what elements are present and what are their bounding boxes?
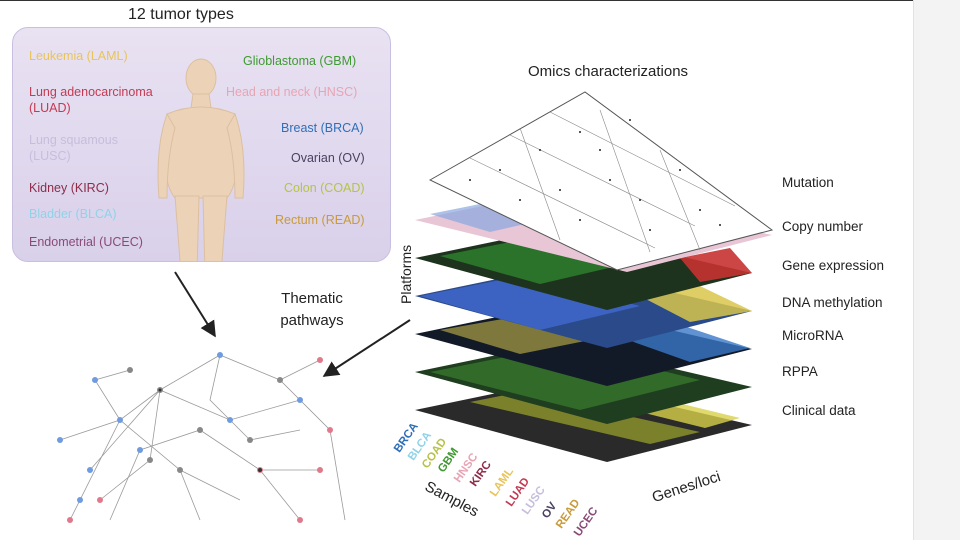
tumor-label-kirc: Kidney (KIRC)	[29, 181, 109, 195]
layer-rppa	[415, 342, 752, 424]
layer-label-dna-methylation: DNA methylation	[782, 295, 883, 310]
tumor-label-luad: Lung adenocarcinoma (LUAD)	[29, 85, 153, 115]
layer-label-microrna: MicroRNA	[782, 328, 844, 343]
tumor-label-laml: Leukemia (LAML)	[29, 49, 128, 63]
pathway-network	[59, 354, 346, 521]
layer-label-gene-expression: Gene expression	[782, 258, 885, 273]
tumor-types-panel: Leukemia (LAML) Lung adenocarcinoma (LUA…	[12, 27, 391, 262]
top-border	[0, 0, 960, 1]
arrow-to-network	[174, 271, 216, 338]
tumor-label-brca: Breast (BRCA)	[281, 121, 364, 135]
tumor-label-ov: Ovarian (OV)	[291, 151, 365, 165]
tumor-label-blca: Bladder (BLCA)	[29, 207, 117, 221]
tumor-label-read: Rectum (READ)	[275, 213, 365, 227]
layer-label-copy-number: Copy number	[782, 219, 864, 234]
human-figure-icon	[157, 58, 245, 261]
tumor-label-coad: Colon (COAD)	[284, 181, 365, 195]
network-nodes	[57, 352, 333, 523]
tumor-label-gbm: Glioblastoma (GBM)	[243, 54, 357, 68]
arrow-platforms-to-network	[322, 319, 411, 377]
omics-title: Omics characterizations	[528, 63, 689, 80]
thematic-pathways-label: Thematic pathways	[280, 290, 344, 329]
layer-mutation	[428, 91, 774, 271]
right-margin	[913, 0, 960, 540]
layer-dna-methylation	[415, 266, 752, 348]
layer-label-rppa: RPPA	[782, 364, 818, 379]
layer-label-clinical-data: Clinical data	[782, 403, 856, 418]
tumor-label-ucec: Endometrial (UCEC)	[29, 235, 143, 249]
layer-label-mutation: Mutation	[782, 175, 834, 190]
tumor-label-hnsc: Head and neck (HNSC)	[226, 85, 358, 99]
platforms-label: Platforms	[398, 244, 414, 304]
tumor-label-lusc: Lung squamous (LUSC)	[29, 133, 118, 163]
tumor-types-title: 12 tumor types	[128, 6, 234, 23]
